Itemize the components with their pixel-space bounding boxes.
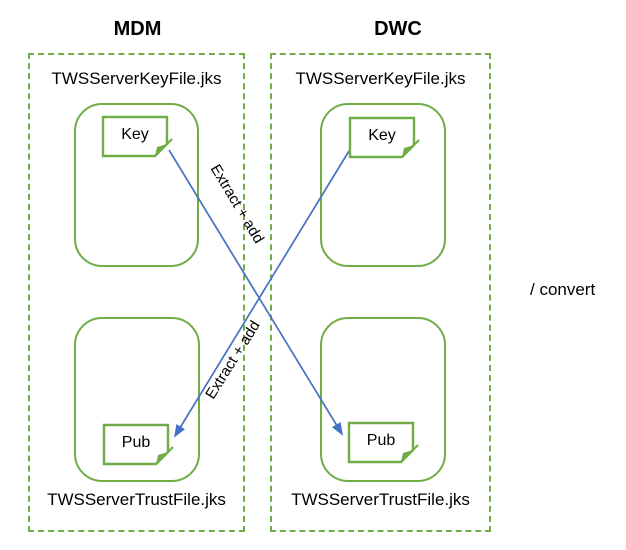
dwc-pub-file-icon: Pub (347, 421, 419, 465)
mdm-pub-file-icon: Pub (102, 423, 174, 467)
column-title-dwc: DWC (374, 18, 422, 40)
dwc-truststore-filename: TWSServerTrustFile.jks (291, 490, 470, 509)
mdm-truststore-filename: TWSServerTrustFile.jks (47, 490, 226, 509)
key-label: Key (121, 126, 149, 143)
pub-label: Pub (121, 434, 151, 451)
mdm-keystore-filename: TWSServerKeyFile.jks (51, 69, 222, 88)
document-icon (348, 116, 420, 159)
convert-note: / convert (530, 280, 596, 299)
column-title-mdm: MDM (113, 18, 162, 40)
dwc-keystore-filename: TWSServerKeyFile.jks (295, 69, 466, 88)
document-icon (101, 115, 173, 158)
folded-corner-icon (156, 452, 168, 464)
document-icon (347, 421, 419, 464)
mdm-key-file-icon: Key (101, 115, 173, 159)
key-label: Key (368, 127, 396, 144)
document-icon (102, 423, 174, 466)
pub-label: Pub (366, 432, 396, 449)
dwc-key-file-icon: Key (348, 116, 420, 160)
folded-corner-icon (155, 144, 167, 156)
folded-corner-icon (401, 450, 413, 462)
folded-corner-icon (402, 145, 414, 157)
